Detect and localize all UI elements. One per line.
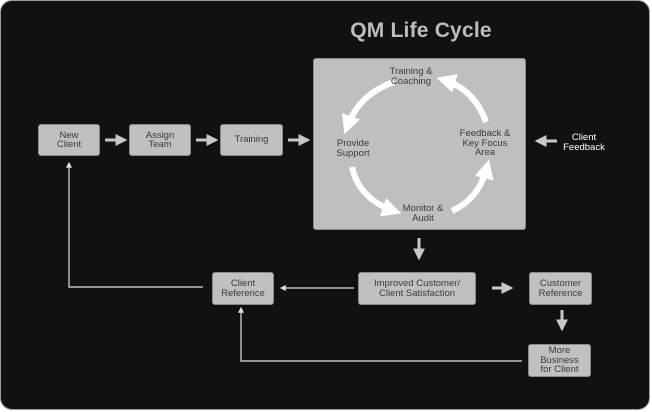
cycle-provide-support: Provide Support — [336, 138, 370, 159]
arrow-client-reference-to-new-client — [66, 161, 203, 288]
cycle-feedback-focus: Feedback & Key Focus Area — [459, 128, 511, 158]
node-training: Training — [220, 124, 283, 156]
cycle-arrow-feedback-to-training — [436, 74, 489, 124]
cycle-arrows — [341, 74, 494, 217]
cycle-training-coaching: Training & Coaching — [389, 66, 433, 87]
node-new-client: New Client — [38, 124, 100, 156]
node-improved-satisfaction-label: Improved Customer/ Client Satisfaction — [373, 278, 461, 299]
arrow-more-business-to-client-reference — [238, 306, 522, 362]
cycle-arrow-training-to-support — [341, 79, 396, 135]
cycle-arrow-support-to-monitor — [349, 166, 402, 217]
cycle-arrow-monitor-to-feedback — [450, 159, 494, 214]
qm-cycle-panel: Training & Coaching Provide Support Moni… — [313, 58, 526, 230]
node-client-reference-label: Client Reference — [221, 278, 265, 299]
node-assign-team-label: Assign Team — [145, 129, 175, 150]
node-improved-satisfaction: Improved Customer/ Client Satisfaction — [358, 272, 476, 305]
cycle-monitor-audit: Monitor & Audit — [402, 203, 444, 224]
diagram-title: QM Life Cycle — [350, 19, 492, 42]
node-new-client-label: New Client — [56, 129, 82, 150]
node-more-business: More Business for Client — [528, 344, 591, 377]
node-customer-reference: Customer Reference — [529, 272, 592, 305]
node-client-reference: Client Reference — [212, 272, 274, 305]
client-feedback-label: Client Feedback — [563, 132, 605, 153]
node-customer-reference-label: Customer Reference — [538, 278, 583, 299]
node-training-label: Training — [234, 134, 269, 146]
node-more-business-label: More Business for Client — [540, 345, 579, 376]
node-assign-team: Assign Team — [129, 124, 191, 156]
